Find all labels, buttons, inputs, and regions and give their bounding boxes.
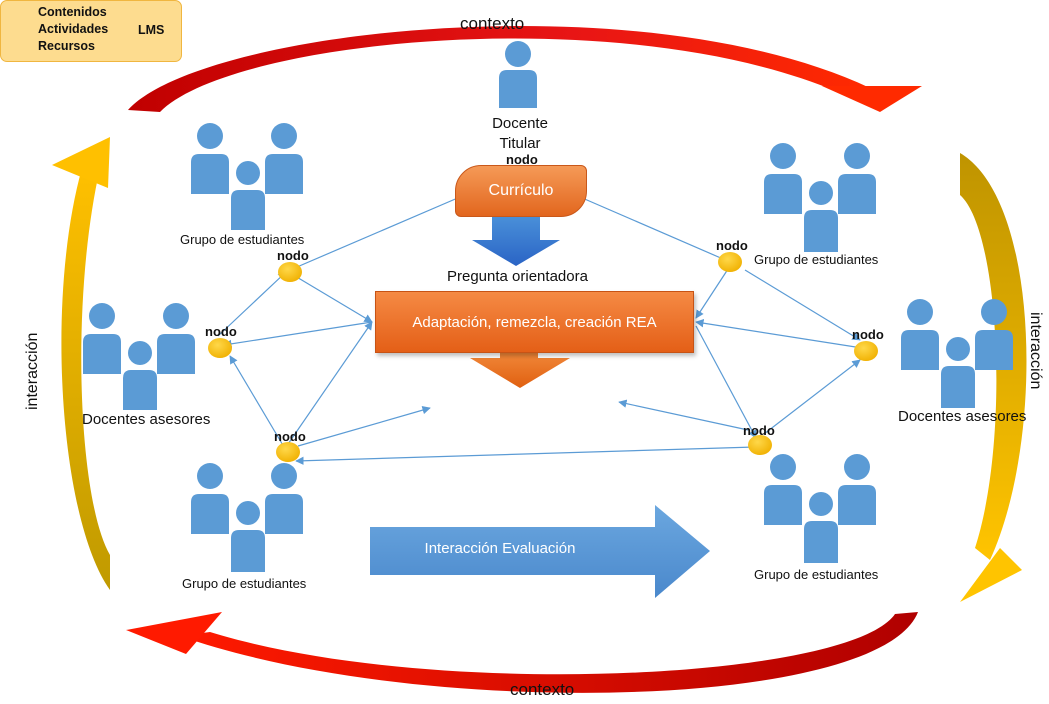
guiding-question-label: Pregunta orientadora [447, 268, 588, 285]
people [83, 41, 1013, 572]
node-label: nodo [274, 429, 306, 444]
lms-label: LMS [138, 23, 165, 37]
resources-line: Actividades [38, 22, 109, 36]
student-group-icon [191, 123, 303, 230]
resources-line: Recursos [38, 39, 95, 53]
student-group-icon [191, 463, 303, 572]
interaction-arc-left [61, 168, 110, 590]
node-label: nodo [743, 423, 775, 438]
context-label-top: contexto [460, 14, 525, 33]
interaction-label-left: interacción [24, 332, 41, 410]
student-group-icon [764, 454, 876, 563]
evaluation-label: Interacción Evaluación [424, 540, 576, 557]
context-label-bottom: contexto [510, 680, 575, 699]
group-label-top-right: Grupo de estudiantes [754, 252, 879, 267]
node-label: nodo [205, 324, 237, 339]
adaptation-down-arrow [470, 350, 570, 388]
evaluation-arrow [370, 505, 710, 598]
context-arc-bottom [180, 612, 918, 693]
node-label: nodo [277, 248, 309, 263]
interaction-arc-left-head [52, 137, 110, 188]
group-label-bottom-right: Grupo de estudiantes [754, 567, 879, 582]
resources-box: Contenidos Actividades Recursos LMS [0, 0, 182, 62]
adaptation-box: Adaptación, remezcla, creación REA [375, 291, 694, 353]
curriculum-text: Currículo [488, 182, 554, 199]
advisor-group-icon [901, 299, 1013, 408]
curriculum-box: Currículo [455, 165, 587, 217]
interaction-label-right: interacción [1027, 312, 1044, 390]
node-dot [278, 262, 302, 282]
node-dot [854, 341, 878, 361]
advisors-label-right: Docentes asesores [898, 408, 1027, 425]
node-dot [718, 252, 742, 272]
student-group-icon [764, 143, 876, 252]
node-label: nodo [716, 238, 748, 253]
teacher-person-icon [499, 41, 537, 108]
resources-line: Contenidos [38, 5, 107, 19]
advisor-group-icon [83, 303, 195, 410]
context-arc-bottom-head [126, 612, 222, 654]
context-arc-top [128, 26, 870, 112]
adaptation-text: Adaptación, remezcla, creación REA [412, 313, 657, 331]
node-label: nodo [506, 152, 538, 167]
curriculum-down-arrow [472, 216, 560, 266]
advisors-label-left: Docentes asesores [82, 411, 211, 428]
group-label-bottom-left: Grupo de estudiantes [182, 576, 307, 591]
interaction-arc-right-head [960, 548, 1022, 602]
teacher-label: Docente Titular [492, 115, 548, 152]
context-arc-top-head [822, 86, 922, 112]
connectors [217, 196, 863, 465]
node-dot [208, 338, 232, 358]
node-dot [748, 435, 772, 455]
node-dot [276, 442, 300, 462]
node-label: nodo [852, 327, 884, 342]
interaction-arc-right [960, 153, 1027, 560]
group-label-top-left: Grupo de estudiantes [180, 232, 305, 247]
